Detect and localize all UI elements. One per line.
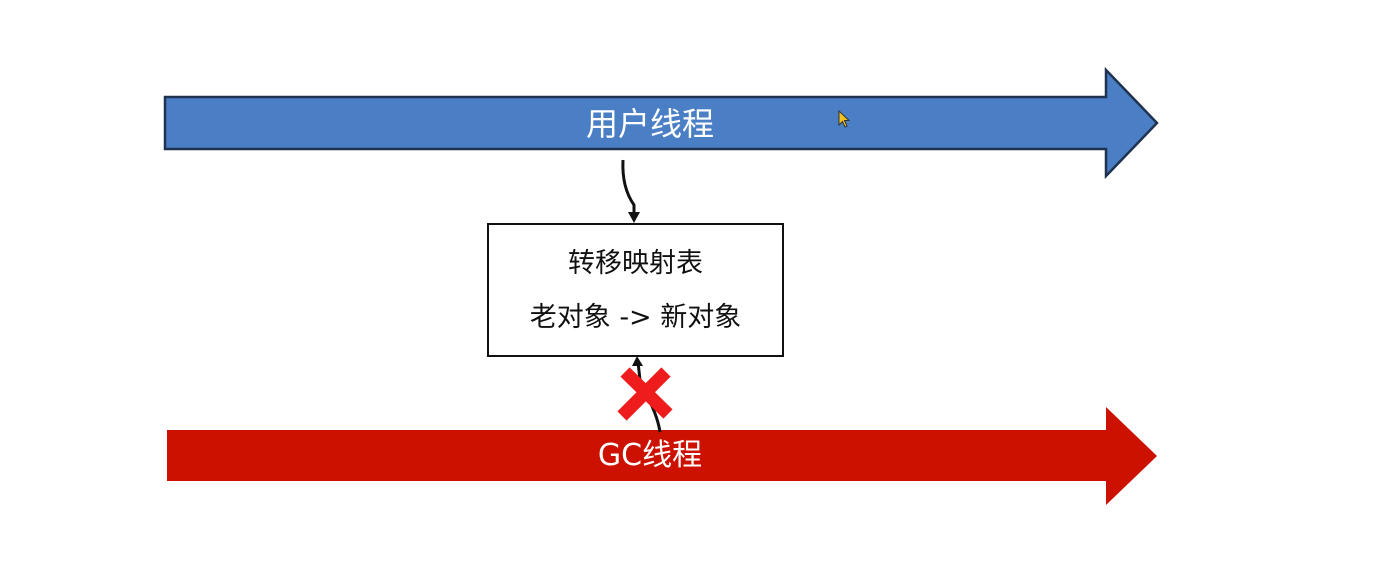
user-to-table-arrowhead xyxy=(628,212,640,223)
gc-thread-arrow xyxy=(167,407,1157,505)
cross-icon xyxy=(617,367,673,421)
mapping-table-title: 转移映射表 xyxy=(568,248,703,279)
mapping-table-box: 转移映射表 老对象 -> 新对象 xyxy=(487,223,784,357)
gc-thread-label: GC线程 xyxy=(597,438,703,473)
user-to-table-connector xyxy=(621,159,636,216)
user-thread-label: 用户线程 xyxy=(585,105,714,143)
user-thread-arrow xyxy=(163,66,1159,180)
gc-to-table-arrowhead xyxy=(632,356,643,366)
mapping-table-entry: 老对象 -> 新对象 xyxy=(529,302,742,333)
mouse-pointer-icon xyxy=(838,110,851,128)
